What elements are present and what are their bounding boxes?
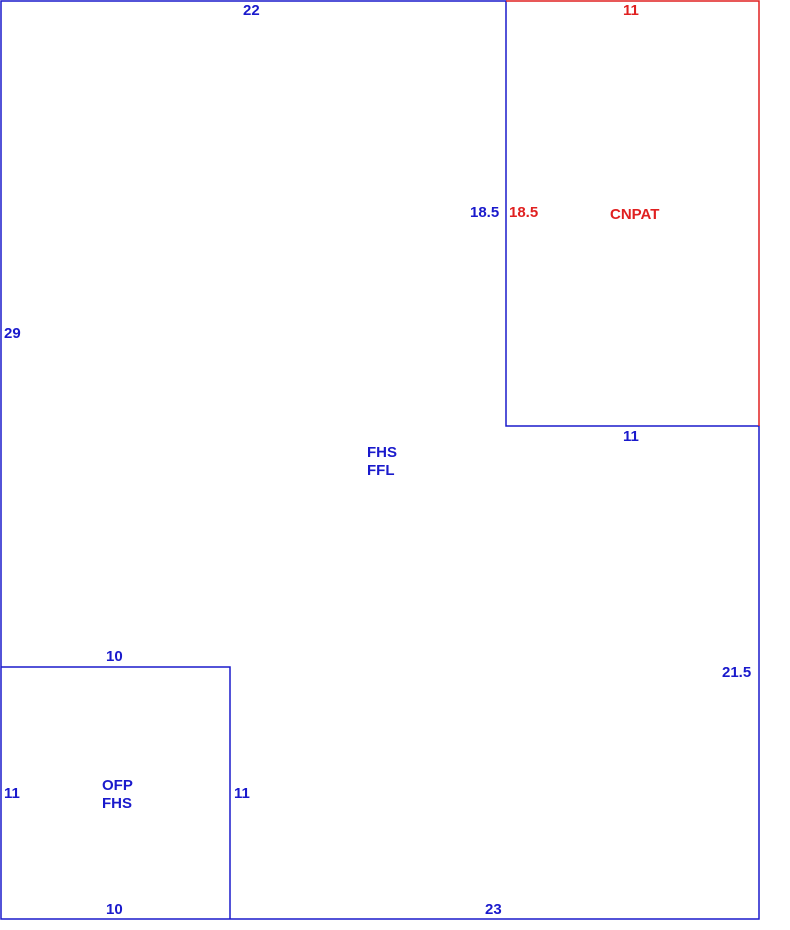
cnpat-dimension-bottom: 11 (623, 428, 639, 445)
cnpat-area-label: CNPAT (610, 206, 659, 223)
ofp-dimension-left: 11 (4, 785, 20, 802)
ofp-dimension-top: 10 (106, 648, 123, 665)
main-dimension-right: 21.5 (722, 664, 751, 681)
main-dimension-left: 29 (4, 325, 21, 342)
ofp-area-label-1: OFP (102, 777, 133, 794)
main-area-label-2: FFL (367, 462, 395, 479)
ofp-area-label-2: FHS (102, 795, 132, 812)
main-dimension-bottom: 23 (485, 901, 502, 918)
cnpat-dimension-left-outer: 18.5 (470, 204, 499, 221)
cnpat-area-outline (506, 0, 760, 426)
cnpat-dimension-left-inner: 18.5 (509, 204, 538, 221)
ofp-dimension-right: 11 (234, 785, 250, 802)
main-area-label-1: FHS (367, 444, 397, 461)
ofp-dimension-bottom: 10 (106, 901, 123, 918)
cnpat-dimension-top: 11 (623, 2, 639, 19)
ofp-area-outline (1, 666, 231, 919)
main-dimension-top: 22 (243, 2, 260, 19)
